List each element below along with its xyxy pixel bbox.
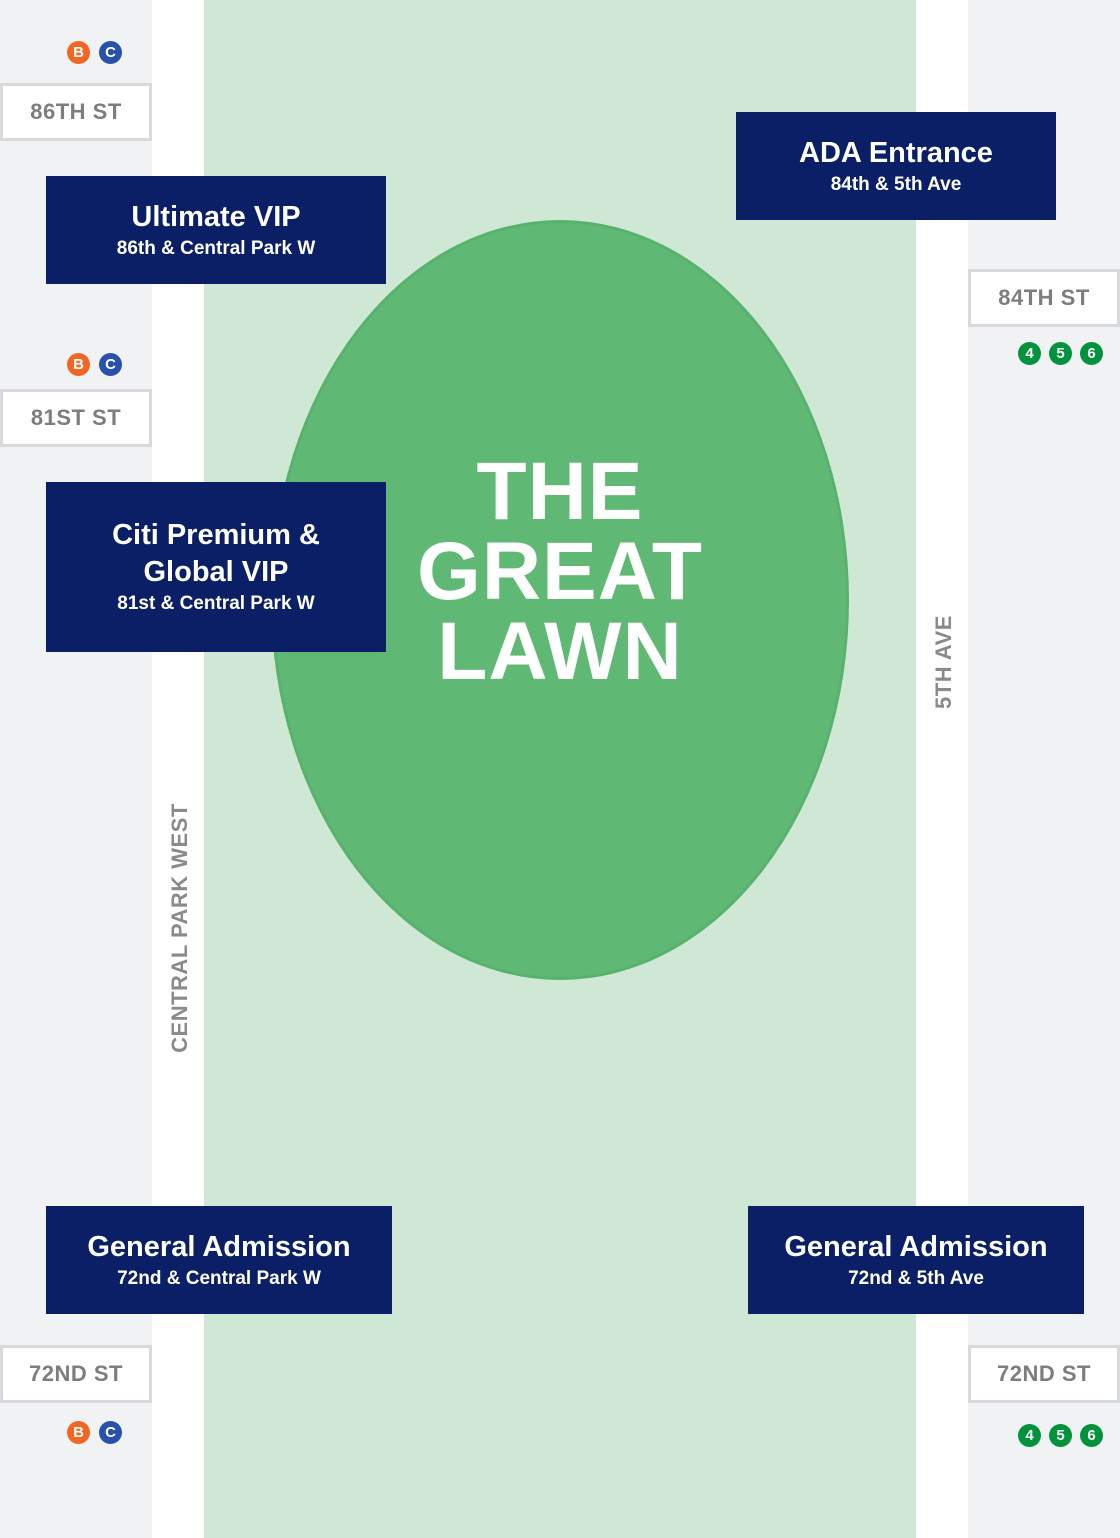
street-label-86th: 86TH ST xyxy=(0,83,152,141)
lawn-title-line: THE xyxy=(476,446,644,537)
subway-5-icon: 5 xyxy=(1049,1424,1072,1447)
gate-location: 81st & Central Park W xyxy=(117,593,315,614)
gate-title: ADA Entrance xyxy=(799,136,993,169)
gate-title: Citi Premium & Global VIP xyxy=(112,519,320,588)
avenue-label-5th: 5TH AVE xyxy=(931,615,956,709)
subway-6-icon: 6 xyxy=(1080,1424,1103,1447)
gate-title: General Admission xyxy=(87,1230,351,1263)
gate-location: 84th & 5th Ave xyxy=(830,173,962,195)
subway-6-icon: 6 xyxy=(1080,342,1103,365)
lawn-title-line: GREAT xyxy=(417,526,703,617)
subway-b-icon: B xyxy=(67,353,90,376)
subway-c-icon: C xyxy=(99,1421,122,1444)
avenue-label-cpw: CENTRAL PARK WEST xyxy=(167,803,192,1053)
gate-general-admission-west[interactable]: General Admission 72nd & Central Park W xyxy=(46,1206,392,1314)
gate-location: 86th & Central Park W xyxy=(116,237,316,259)
subway-c-icon: C xyxy=(99,41,122,64)
street-label-81st: 81ST ST xyxy=(0,389,152,447)
street-label-72nd-east: 72ND ST xyxy=(968,1345,1120,1403)
gate-citi-premium[interactable]: Citi Premium & Global VIP 81st & Central… xyxy=(46,482,386,652)
subway-b-icon: B xyxy=(67,41,90,64)
street-label-72nd-west: 72ND ST xyxy=(0,1345,152,1403)
subway-5-icon: 5 xyxy=(1049,342,1072,365)
gate-location: 72nd & Central Park W xyxy=(117,1267,321,1289)
subway-b-icon: B xyxy=(67,1421,90,1444)
subway-4-icon: 4 xyxy=(1018,342,1041,365)
street-label-84th: 84TH ST xyxy=(968,269,1120,327)
gate-general-admission-east[interactable]: General Admission 72nd & 5th Ave xyxy=(748,1206,1084,1314)
lawn-title-line: LAWN xyxy=(437,606,683,697)
gate-ultimate-vip[interactable]: Ultimate VIP 86th & Central Park W xyxy=(46,176,386,284)
gate-title: Ultimate VIP xyxy=(131,200,301,233)
gate-location: 72nd & 5th Ave xyxy=(848,1267,984,1289)
subway-c-icon: C xyxy=(99,353,122,376)
gate-ada-entrance[interactable]: ADA Entrance 84th & 5th Ave xyxy=(736,112,1056,220)
subway-4-icon: 4 xyxy=(1018,1424,1041,1447)
gate-title: General Admission xyxy=(784,1230,1048,1263)
